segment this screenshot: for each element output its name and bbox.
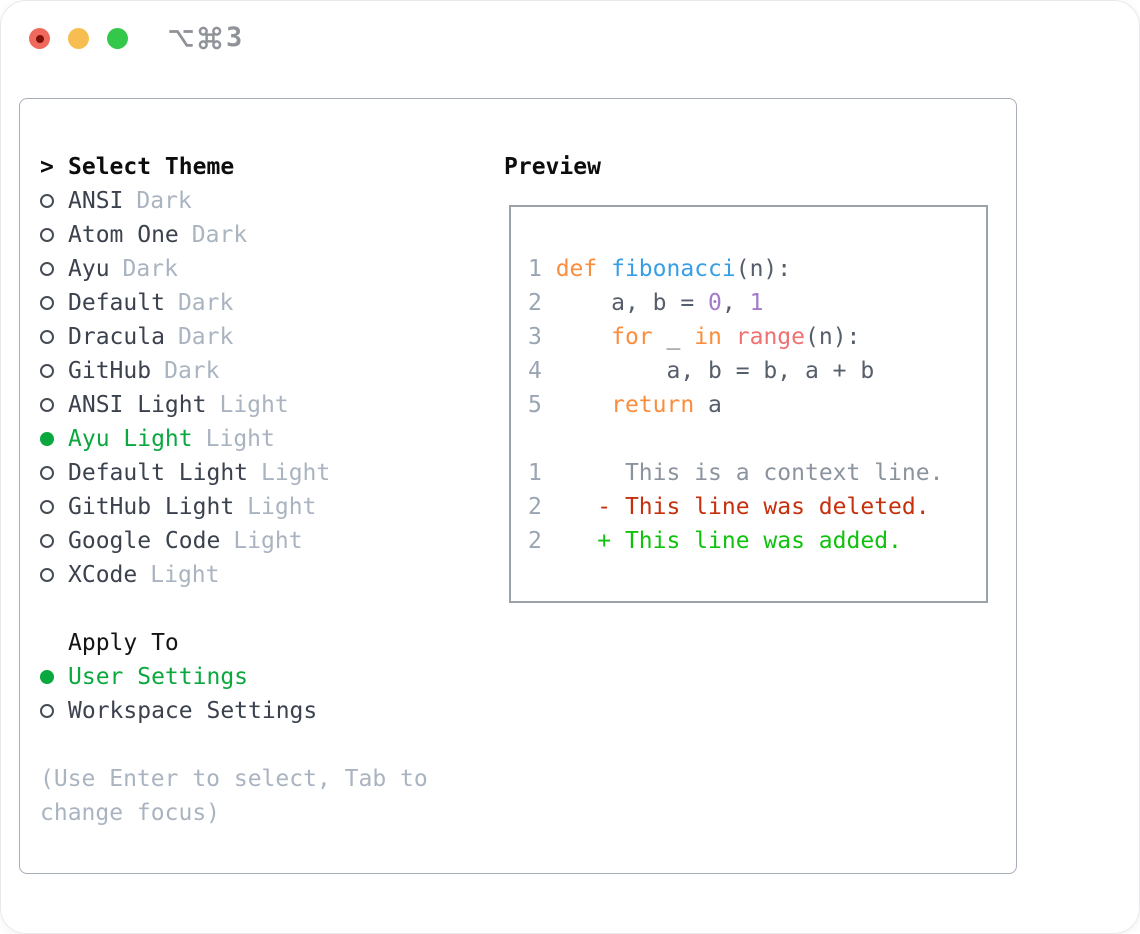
theme-option-github-light[interactable]: GitHub Light Light xyxy=(40,490,504,524)
theme-variant: Dark xyxy=(122,256,178,282)
preview-box: 1 def fibonacci(n): 2 a, b = 0, 1 3 for _ … xyxy=(509,205,988,603)
minimize-button[interactable] xyxy=(68,28,89,49)
radio-selected-icon xyxy=(40,432,54,446)
theme-name: Atom One xyxy=(68,222,179,248)
window-title: 3 xyxy=(168,23,242,53)
theme-variant: Light xyxy=(219,392,289,418)
code-line: 2 + This line was added. xyxy=(528,528,902,554)
hint-text: (Use Enter to select, Tab to change focu… xyxy=(40,762,504,830)
theme-option-ayu-light[interactable]: Ayu Light Light xyxy=(40,422,504,456)
radio-icon xyxy=(40,364,54,378)
zoom-button[interactable] xyxy=(107,28,128,49)
apply-to-header: Apply To xyxy=(40,626,504,660)
titlebar: 3 xyxy=(1,1,1139,98)
theme-variant: Light xyxy=(205,426,275,452)
radio-icon xyxy=(40,534,54,548)
theme-option-default-light[interactable]: Default Light Light xyxy=(40,456,504,490)
theme-option-dracula[interactable]: Dracula Dark xyxy=(40,320,504,354)
theme-variant: Dark xyxy=(191,222,248,248)
theme-variant: Dark xyxy=(177,290,234,316)
preview-column: Preview 1 def fibonacci(n): 2 a, b = 0, 1… xyxy=(504,150,1016,873)
theme-name: XCode xyxy=(68,562,138,588)
theme-name: GitHub xyxy=(68,358,152,384)
close-button[interactable] xyxy=(29,28,50,49)
spacer xyxy=(40,592,504,626)
theme-variant: Dark xyxy=(177,324,234,350)
radio-icon xyxy=(40,262,54,276)
select-theme-header: > Select Theme xyxy=(40,150,504,184)
theme-variant: Light xyxy=(247,494,317,520)
apply-to-title: Apply To xyxy=(68,630,179,656)
theme-name: ANSI Light xyxy=(68,392,207,418)
theme-name: Default Light xyxy=(68,460,249,486)
code-line: 2 - This line was deleted. xyxy=(528,494,930,520)
radio-icon xyxy=(40,568,54,582)
theme-option-default[interactable]: Default Dark xyxy=(40,286,504,320)
radio-icon xyxy=(40,194,54,208)
preview-title: Preview xyxy=(504,154,601,180)
hint-line-2: change focus) xyxy=(40,800,221,826)
apply-option-user-settings[interactable]: User Settings xyxy=(40,660,504,694)
theme-variant: Dark xyxy=(136,188,192,214)
theme-variant: Light xyxy=(233,528,303,554)
theme-variant: Light xyxy=(150,562,220,588)
code-line: 1 This is a context line. xyxy=(528,460,944,486)
focus-caret: > xyxy=(40,154,54,180)
theme-name: Google Code xyxy=(68,528,221,554)
radio-icon xyxy=(40,500,54,514)
theme-variant: Light xyxy=(261,460,331,486)
radio-icon xyxy=(40,296,54,310)
window-title-digit: 3 xyxy=(226,22,243,53)
theme-name: Ayu xyxy=(68,256,110,282)
command-key-icon xyxy=(198,26,222,50)
theme-option-atom-one[interactable]: Atom One Dark xyxy=(40,218,504,252)
theme-option-ansi-light[interactable]: ANSI Light Light xyxy=(40,388,504,422)
code-line: 5 return a xyxy=(528,392,722,418)
theme-name: ANSI xyxy=(68,188,124,214)
code-line: 2 a, b = 0, 1 xyxy=(528,290,764,316)
traffic-lights xyxy=(29,28,128,49)
radio-icon xyxy=(40,228,54,242)
code-line: 4 a, b = b, a + b xyxy=(528,358,875,384)
radio-icon xyxy=(40,330,54,344)
apply-option-label: Workspace Settings xyxy=(68,698,318,724)
apply-option-label: User Settings xyxy=(68,664,249,690)
select-theme-title: Select Theme xyxy=(68,154,235,180)
theme-name: Ayu Light xyxy=(68,426,193,452)
theme-name: GitHub Light xyxy=(68,494,235,520)
theme-option-github[interactable]: GitHub Dark xyxy=(40,354,504,388)
spacer xyxy=(40,728,504,762)
radio-icon xyxy=(40,466,54,480)
theme-option-xcode[interactable]: XCode Light xyxy=(40,558,504,592)
radio-icon xyxy=(40,398,54,412)
theme-name: Default xyxy=(68,290,165,316)
hint-line-1: (Use Enter to select, Tab to xyxy=(40,766,428,792)
option-key-icon xyxy=(169,30,193,47)
apply-option-workspace-settings[interactable]: Workspace Settings xyxy=(40,694,504,728)
theme-option-google-code[interactable]: Google Code Light xyxy=(40,524,504,558)
code-line: 1 def fibonacci(n): xyxy=(528,256,792,282)
radio-selected-icon xyxy=(40,670,54,684)
theme-option-ansi[interactable]: ANSI Dark xyxy=(40,184,504,218)
theme-name: Dracula xyxy=(68,324,165,350)
radio-icon xyxy=(40,704,54,718)
preview-code: 1 def fibonacci(n): 2 a, b = 0, 1 3 for _ … xyxy=(528,252,986,558)
code-blank-line xyxy=(528,422,986,456)
theme-option-ayu[interactable]: Ayu Dark xyxy=(40,252,504,286)
theme-variant: Dark xyxy=(164,358,220,384)
code-line: 3 for _ in range(n): xyxy=(528,324,861,350)
